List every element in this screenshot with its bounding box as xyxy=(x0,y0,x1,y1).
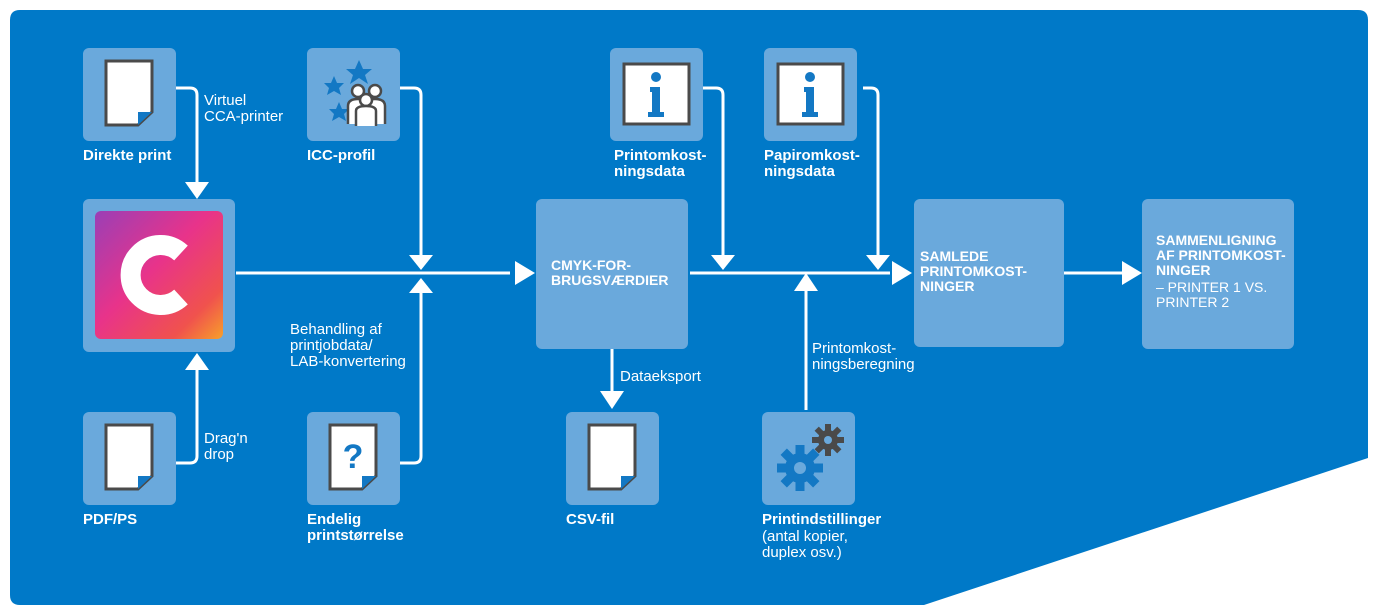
arrow-head xyxy=(711,255,735,270)
node-direct-print-box xyxy=(83,48,176,141)
edge-label-processing: Behandling af printjobdata/ LAB-konverte… xyxy=(290,321,406,370)
arrow-head xyxy=(1122,261,1142,285)
question-document-icon: ? xyxy=(328,423,378,491)
arrow-head xyxy=(515,261,535,285)
connector-direct-to-app xyxy=(176,86,199,183)
node-paper-cost-data-box xyxy=(764,48,857,141)
arrow-head xyxy=(866,255,890,270)
node-direct-print-label: Direkte print xyxy=(83,147,172,164)
arrow-head xyxy=(892,261,912,285)
arrow-head xyxy=(600,391,624,409)
arrow-head xyxy=(185,182,209,199)
node-paper-cost-data-label: Papiromkost- ningsdata xyxy=(764,147,860,180)
node-pdf-ps-label: PDF/PS xyxy=(83,511,138,528)
node-icc-profile-label: ICC-profil xyxy=(307,147,376,164)
users-stars-icon xyxy=(324,60,387,126)
node-print-cost-data-box xyxy=(610,48,703,141)
node-csv-box xyxy=(566,412,659,505)
node-final-size-box: ? xyxy=(307,412,400,505)
node-print-settings-sub: (antal kopier, duplex osv.) xyxy=(762,528,848,561)
node-print-cost-data-label: Printomkost- ningsdata xyxy=(614,147,707,180)
info-icon xyxy=(622,62,691,126)
node-app-box xyxy=(83,199,235,352)
arrow-head xyxy=(794,273,818,291)
node-total-costs-box xyxy=(914,199,1064,347)
document-icon xyxy=(587,423,637,491)
edge-label-data-export: Dataeksport xyxy=(620,368,701,385)
node-print-settings-box xyxy=(762,412,855,505)
connector-icc-down xyxy=(400,86,423,255)
document-icon xyxy=(104,423,154,491)
arrow-head xyxy=(185,353,209,370)
edge-label-cost-calc: Printomkost- ningsberegning xyxy=(812,340,915,373)
node-icc-profile-box xyxy=(307,48,400,141)
connector-final-up xyxy=(400,293,423,465)
node-final-size-label: Endelig printstørrelse xyxy=(307,511,404,544)
node-comparison-label: SAMMENLIGNING AF PRINTOMKOST- NINGER xyxy=(1156,232,1286,278)
node-print-settings-label: Printindstillinger xyxy=(762,511,882,528)
svg-text:?: ? xyxy=(343,438,364,476)
node-total-costs-label: SAMLEDE PRINTOMKOST- NINGER xyxy=(920,248,1028,294)
node-comparison-sub: – PRINTER 1 VS. PRINTER 2 xyxy=(1156,279,1268,310)
connector-papercost-down xyxy=(863,86,880,255)
app-logo-c-icon xyxy=(95,211,223,339)
document-icon xyxy=(104,59,154,127)
info-icon xyxy=(776,62,845,126)
connector-printcost-down xyxy=(703,86,725,255)
arrow-head xyxy=(409,278,433,293)
edge-label-virtual-printer: Virtuel CCA-printer xyxy=(204,92,284,125)
connector-pdf-to-app xyxy=(176,368,199,465)
arrow-head xyxy=(409,255,433,270)
node-comparison-box xyxy=(1142,199,1294,349)
gears-icon xyxy=(777,424,844,491)
node-cmyk-label: CMYK-FOR- BRUGSVÆRDIER xyxy=(551,257,669,288)
node-cmyk-box xyxy=(536,199,688,349)
node-csv-label: CSV-fil xyxy=(566,511,615,528)
node-pdf-ps-box xyxy=(83,412,176,505)
edge-label-drag-drop: Drag'n drop xyxy=(204,430,248,463)
